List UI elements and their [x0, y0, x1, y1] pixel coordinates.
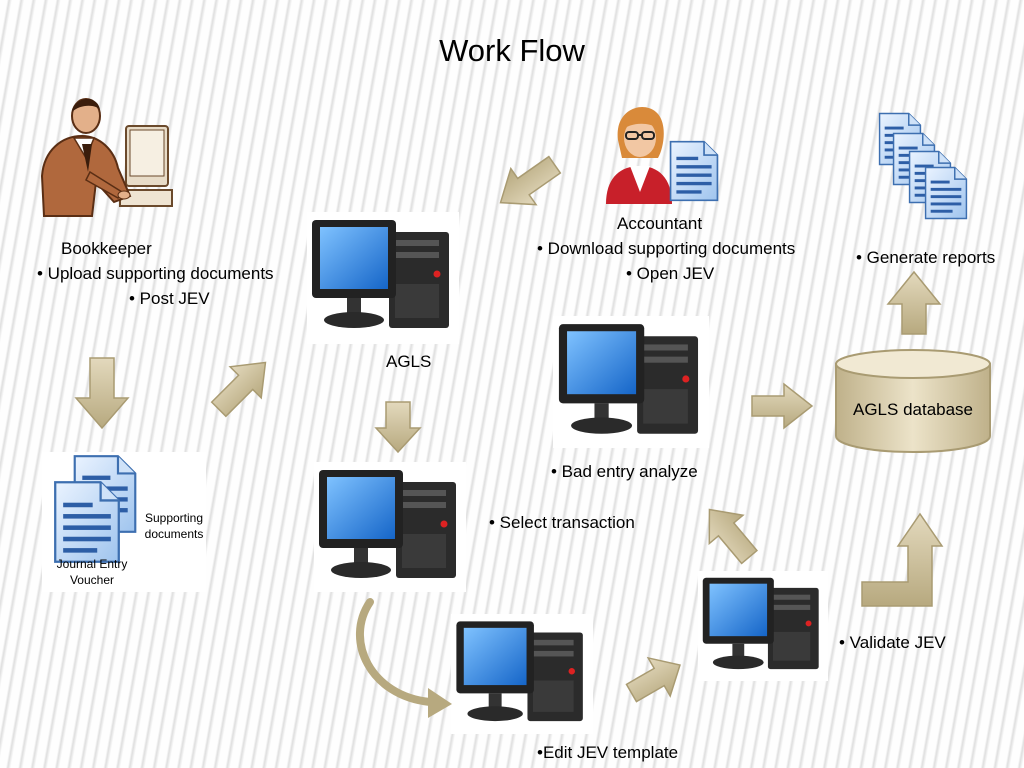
step-select-transaction: • Select transaction: [489, 513, 635, 532]
agls-label: AGLS: [386, 352, 432, 371]
accountant-icon: [598, 100, 724, 204]
accountant-task-open: • Open JEV: [626, 264, 715, 283]
arrow-up-reports: [886, 270, 942, 335]
supporting-label: Supporting documents: [138, 510, 210, 542]
arrow-curved-head: [428, 688, 452, 718]
bookkeeper-icon: [34, 92, 174, 222]
jev-documents-box: Journal Entry Voucher Supporting documen…: [42, 452, 206, 592]
jev-label-line1: Journal Entry: [56, 557, 128, 571]
arrow-validate-to-database: [861, 512, 944, 607]
database-label: AGLS database: [852, 400, 974, 419]
arrow-bad-entry-to-database: [751, 382, 814, 430]
agls-database-icon: AGLS database: [834, 348, 992, 454]
page-title: Work Flow: [439, 33, 585, 68]
step-generate-reports: • Generate reports: [856, 248, 996, 267]
arrow-edit-to-validate: [625, 656, 681, 703]
bookkeeper-name: Bookkeeper: [61, 239, 152, 258]
jev-label: Journal Entry Voucher: [52, 556, 132, 588]
step-edit-template: •Edit JEV template: [537, 743, 679, 762]
jev-label-line2: Voucher: [69, 573, 115, 587]
select-transaction-computer-icon: [314, 462, 466, 592]
step-validate: • Validate JEV: [839, 633, 946, 652]
bad-entry-computer-icon: [553, 316, 709, 448]
validate-computer-icon: [698, 571, 828, 681]
edit-template-computer-icon: [451, 614, 593, 734]
step-bad-entry: • Bad entry analyze: [551, 462, 698, 481]
arrow-curved-select-to-edit: [356, 598, 434, 706]
bookkeeper-task-post: • Post JEV: [129, 289, 210, 308]
accountant-task-download: • Download supporting documents: [537, 239, 796, 258]
arrow-validate-to-bad-entry: [708, 508, 759, 565]
arrow-accountant-to-agls: [499, 155, 562, 206]
accountant-name: Accountant: [617, 214, 703, 233]
supporting-label-line2: documents: [144, 527, 204, 541]
bookkeeper-task-upload: • Upload supporting documents: [37, 264, 274, 283]
supporting-label-line1: Supporting: [144, 511, 204, 525]
arrow-down-bookkeeper: [74, 357, 130, 430]
arrow-up-right-agls: [210, 361, 267, 418]
arrow-down-agls: [374, 401, 422, 454]
agls-computer-icon: [307, 212, 459, 344]
